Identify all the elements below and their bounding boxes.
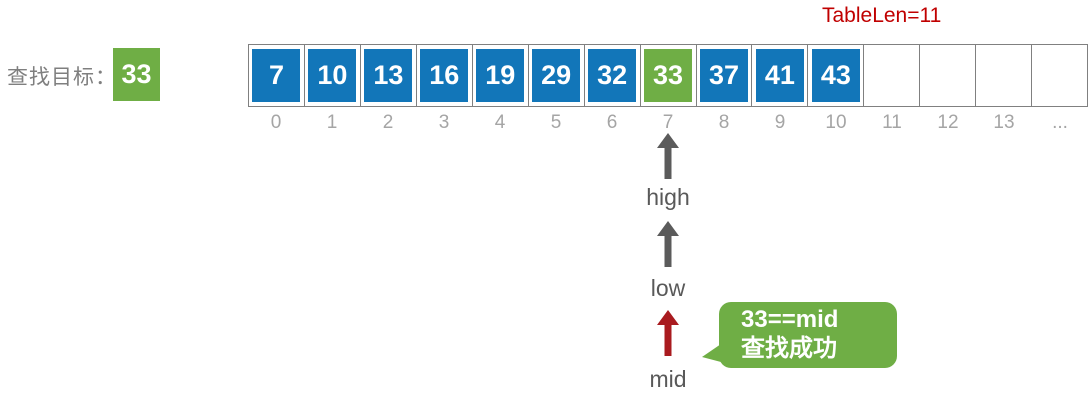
index-label: ... (1052, 112, 1068, 133)
index-label: 8 (718, 112, 730, 133)
index-label: 13 (993, 112, 1015, 133)
high-pointer-arrow-icon (657, 133, 679, 179)
array-cell-box: 41 (755, 49, 804, 102)
array-cell: 16 (417, 45, 473, 106)
index-label: 2 (382, 112, 394, 133)
low-pointer-arrow-icon (657, 221, 679, 267)
index-label: 6 (606, 112, 618, 133)
array-cell (1032, 45, 1087, 106)
array-cell: 19 (473, 45, 529, 106)
array-cell: 10 (305, 45, 361, 106)
index-label: 3 (438, 112, 450, 133)
bubble-line-2: 查找成功 (741, 335, 837, 362)
index-label: 4 (494, 112, 506, 133)
array-cell-box: 19 (476, 49, 525, 102)
mid-pointer-label: mid (649, 366, 687, 392)
success-callout-bubble: 33==mid 查找成功 (702, 302, 897, 368)
array-cell: 29 (529, 45, 585, 106)
array-cell-box: 16 (420, 49, 469, 102)
array-cell (920, 45, 977, 106)
index-label: 1 (326, 112, 338, 133)
table-length-caption: TableLen=11 (822, 4, 942, 27)
bubble-tail-icon (702, 344, 721, 362)
low-pointer-label: low (650, 275, 686, 301)
index-label: 9 (774, 112, 786, 133)
array-cell: 7 (249, 45, 305, 106)
index-label: 0 (270, 112, 282, 133)
array-cell-box: 7 (252, 49, 301, 102)
array-cell-box-highlight: 33 (644, 49, 693, 102)
array-cell-box: 10 (308, 49, 357, 102)
array-cell-box: 13 (364, 49, 413, 102)
search-target-value-box: 33 (113, 48, 160, 101)
array-cell: 32 (585, 45, 641, 106)
array-cell-box: 37 (699, 49, 748, 102)
index-label: 12 (937, 112, 959, 133)
array-cell: 41 (752, 45, 809, 106)
search-target-label: 查找目标： (7, 66, 117, 89)
array-cell (976, 45, 1033, 106)
array-cell: 43 (808, 45, 865, 106)
array-cell (864, 45, 921, 106)
array-cell: 33 (641, 45, 697, 106)
mid-pointer-arrow-icon (657, 310, 679, 356)
high-pointer-label: high (646, 184, 690, 210)
index-label: 11 (882, 112, 902, 133)
index-label: 7 (662, 112, 674, 133)
array-cell: 37 (697, 45, 753, 106)
array-cell-box: 29 (532, 49, 581, 102)
index-label: 5 (550, 112, 562, 133)
index-label: 10 (825, 112, 847, 133)
bubble-line-1: 33==mid (741, 306, 839, 333)
array-cell-box: 32 (588, 49, 637, 102)
array-cell: 13 (361, 45, 417, 106)
array-cell-box: 43 (811, 49, 860, 102)
